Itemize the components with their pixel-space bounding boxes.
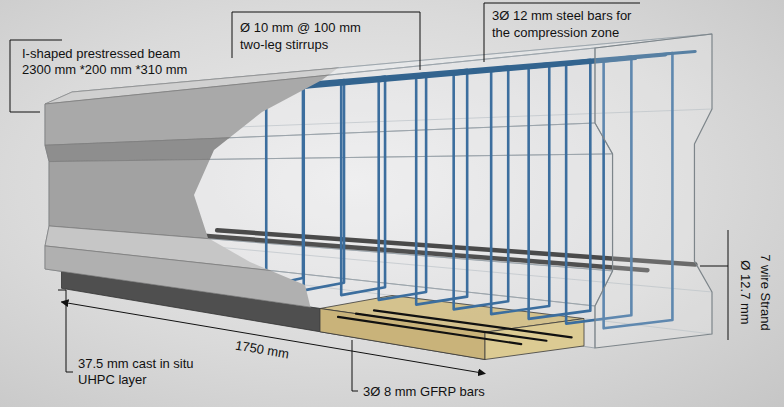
- stirrup: [491, 63, 549, 314]
- callout-label: 7 wire Strand: [757, 254, 772, 331]
- callout-label: UHPC layer: [78, 372, 147, 387]
- stirrup: [454, 67, 509, 310]
- stirrup: [379, 73, 426, 300]
- leader-line: [484, 3, 640, 62]
- beam-side-face: [45, 246, 595, 348]
- callout-label: I-shaped prestressed beam: [22, 46, 180, 61]
- leader-line: [232, 12, 420, 70]
- callout-label: the compression zone: [492, 25, 619, 40]
- strand: [197, 235, 647, 270]
- leader-line: [352, 340, 358, 391]
- beam-end-face: [595, 34, 712, 348]
- stirrup: [416, 70, 467, 305]
- callout-label: two-leg stirrups: [240, 37, 328, 52]
- callout-label: Ø 12.7 mm: [738, 260, 753, 324]
- callout-label: 3Ø 8 mm GFRP bars: [363, 384, 485, 399]
- callout-label: Ø 10 mm @ 100 mm: [240, 20, 361, 35]
- callout-label: 2300 mm *200 mm *310 mm: [22, 62, 187, 77]
- callout-label: 1750 mm: [234, 337, 290, 361]
- stirrup: [304, 80, 344, 290]
- gfrp-bar: [338, 317, 521, 344]
- callout-label: 37.5 mm cast in situ: [78, 356, 194, 371]
- gfrp-bar: [356, 314, 546, 341]
- beam-side-face: [45, 123, 613, 162]
- dimension-line: [62, 302, 486, 374]
- solid-concrete: [45, 34, 712, 348]
- callout-label: 3Ø 12 mm steel bars for: [492, 8, 631, 23]
- leader-line: [700, 230, 728, 340]
- stirrup: [529, 60, 591, 319]
- stirrup: [266, 83, 303, 285]
- gfrp-bar: [374, 310, 572, 337]
